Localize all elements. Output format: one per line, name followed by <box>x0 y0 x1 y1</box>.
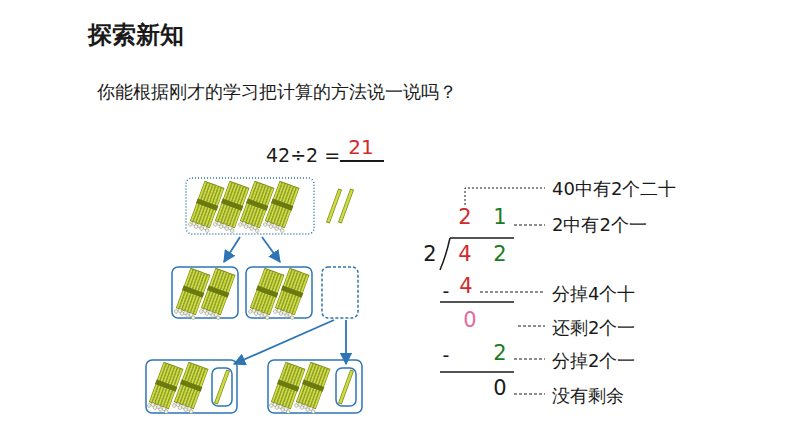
single-stick <box>328 189 340 223</box>
single-stick <box>340 370 352 404</box>
minus-sign: - <box>443 345 450 366</box>
split-arrow <box>345 320 347 364</box>
quotient-digit: 2 <box>458 206 471 229</box>
step-note: 没有剩余 <box>552 386 624 406</box>
stick-bundle <box>294 362 331 414</box>
subtraction-bar <box>440 301 514 303</box>
single-stick <box>340 189 352 223</box>
equation-text: 42÷2 = <box>266 145 340 166</box>
empty-box <box>322 267 358 318</box>
product-digit: 4 <box>459 275 472 298</box>
step-note: 还剩2个一 <box>552 318 635 338</box>
answer-number: 21 <box>348 136 373 158</box>
remainder-digit: 0 <box>463 309 476 332</box>
stick-bundle <box>199 268 236 320</box>
stick-box <box>336 368 356 406</box>
share-box <box>268 360 362 413</box>
stick-bundle <box>213 181 250 233</box>
split-arrow <box>224 237 240 262</box>
stick-bundle <box>174 268 211 320</box>
leader-line <box>514 359 545 360</box>
stick-bundle <box>238 181 275 233</box>
leader-line <box>518 326 545 327</box>
product-digit: 2 <box>493 342 506 365</box>
remainder-digit: 0 <box>493 377 506 400</box>
page-title: 探索新知 <box>88 22 184 48</box>
split-arrow <box>262 237 280 262</box>
group-box <box>186 178 314 234</box>
leader-line <box>465 188 545 205</box>
division-bracket <box>440 238 450 270</box>
stick-bundle <box>188 181 225 233</box>
stick-bundle <box>172 362 209 414</box>
quotient-digit: 1 <box>493 206 506 229</box>
single-stick <box>216 370 228 404</box>
leader-line <box>514 225 545 226</box>
share-box <box>172 267 238 318</box>
share-box <box>146 360 237 413</box>
leader-line <box>514 394 545 395</box>
minus-sign: - <box>443 281 450 302</box>
step-note: 2中有2个一 <box>552 215 647 235</box>
division-bar <box>450 237 514 239</box>
step-note: 分掉2个一 <box>552 351 635 371</box>
stick-bundle <box>273 268 310 320</box>
stick-bundle <box>269 362 306 414</box>
answer-blank <box>340 160 384 162</box>
dividend-digit: 4 <box>458 243 471 266</box>
stick-box <box>212 368 232 406</box>
step-note: 40中有2个二十 <box>552 179 676 199</box>
subtraction-bar <box>440 371 514 373</box>
question-text: 你能根据刚才的学习把计算的方法说一说吗？ <box>97 82 457 102</box>
stick-bundle <box>248 268 285 320</box>
step-note: 分掉4个十 <box>552 284 635 304</box>
share-box <box>246 267 312 318</box>
stick-bundle <box>147 362 184 414</box>
divisor-digit: 2 <box>423 243 436 266</box>
dividend-digit: 2 <box>493 243 506 266</box>
split-arrow <box>234 320 334 364</box>
stick-bundle <box>263 181 300 233</box>
leader-line <box>480 292 545 293</box>
